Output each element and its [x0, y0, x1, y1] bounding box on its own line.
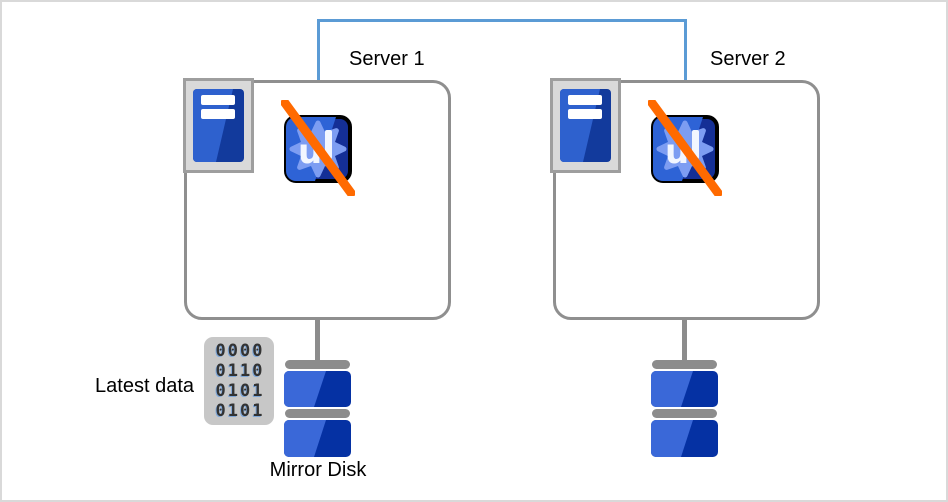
disk-stack-graphic — [651, 360, 718, 457]
binary-data-icon: 0000 0110 0101 0101 — [204, 337, 274, 425]
server-icon — [183, 78, 254, 173]
application-gear-icon: u — [647, 98, 723, 198]
mirror-disk-icon — [651, 360, 718, 462]
mirror-disk-icon — [284, 360, 351, 462]
latest-data-label: Latest data — [95, 375, 194, 397]
binary-row: 0000 — [215, 341, 265, 361]
server2-label: Server 2 — [710, 48, 786, 70]
server-icon — [550, 78, 621, 173]
application-stopped-icon: u — [647, 98, 723, 201]
interconnect-line-top — [317, 19, 687, 22]
mirror-disk-label: Mirror Disk — [269, 459, 367, 481]
server-unit-graphic — [560, 89, 611, 162]
server1-label: Server 1 — [349, 48, 425, 70]
application-stopped-icon: u — [280, 98, 356, 201]
interconnect-line-left — [317, 19, 320, 81]
binary-row: 0101 — [215, 401, 265, 421]
slash-icon — [647, 98, 723, 198]
binary-row: 0110 — [215, 361, 265, 381]
disk-stack-graphic — [284, 360, 351, 457]
slash-icon — [280, 98, 356, 198]
disk-connector-line-1 — [315, 316, 320, 363]
disk-connector-line-2 — [682, 316, 687, 363]
binary-row: 0101 — [215, 381, 265, 401]
server-unit-graphic — [193, 89, 244, 162]
application-gear-icon: u — [280, 98, 356, 198]
interconnect-line-right — [684, 19, 687, 81]
